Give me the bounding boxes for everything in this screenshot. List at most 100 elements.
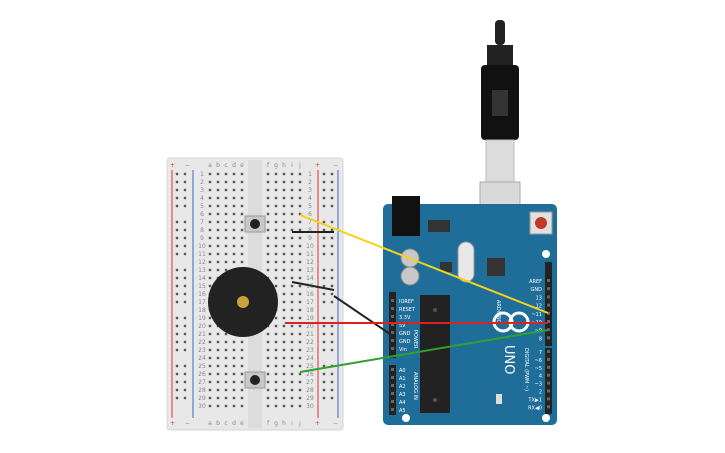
header-pin[interactable] xyxy=(547,328,550,332)
header-pin[interactable] xyxy=(547,303,550,307)
row-label-right: 24 xyxy=(306,355,314,362)
header-pin[interactable] xyxy=(547,350,550,353)
header-pin[interactable] xyxy=(391,384,394,387)
piezo-buzzer[interactable] xyxy=(208,267,278,337)
breadboard-hole xyxy=(282,324,286,328)
header-pin[interactable] xyxy=(391,392,394,395)
rail-hole xyxy=(175,380,179,384)
pin-label: 5V xyxy=(399,323,406,329)
row-label-right: 9 xyxy=(308,235,312,242)
rail-hole xyxy=(183,252,187,256)
green-wire[interactable] xyxy=(299,329,549,373)
rail-hole xyxy=(322,204,326,208)
breadboard-hole xyxy=(266,260,270,264)
header-pin[interactable] xyxy=(547,405,550,409)
icsp-header xyxy=(496,394,502,404)
breadboard-hole xyxy=(290,268,294,272)
analog-header xyxy=(389,365,396,415)
breadboard-hole xyxy=(274,196,278,200)
header-pin[interactable] xyxy=(547,320,550,323)
header-pin[interactable] xyxy=(391,400,394,403)
row-label-right: 13 xyxy=(306,267,314,274)
breadboard-hole xyxy=(208,284,212,288)
rail-hole xyxy=(175,292,179,296)
black-wire-mid[interactable] xyxy=(291,281,335,291)
rail-hole xyxy=(183,332,187,336)
breadboard-hole xyxy=(240,228,244,232)
header-pin[interactable] xyxy=(547,311,550,315)
rail-hole xyxy=(330,196,334,200)
breadboard-hole xyxy=(216,196,220,200)
header-pin[interactable] xyxy=(391,331,394,334)
column-label: i xyxy=(291,162,293,169)
row-label-right: 21 xyxy=(306,331,314,338)
header-pin[interactable] xyxy=(391,368,394,371)
breadboard-hole xyxy=(208,348,212,352)
breadboard-hole xyxy=(282,172,286,176)
breadboard-hole xyxy=(290,196,294,200)
breadboard-hole xyxy=(232,196,236,200)
rail-minus-label-tl: − xyxy=(185,162,190,169)
power-label: POWER xyxy=(412,330,418,349)
header-pin[interactable] xyxy=(391,299,394,302)
header-pin[interactable] xyxy=(547,287,550,291)
breadboard-hole xyxy=(274,364,278,368)
reset-button[interactable] xyxy=(529,211,553,235)
breadboard-hole xyxy=(290,292,294,296)
breadboard-hole xyxy=(216,340,220,344)
header-pin[interactable] xyxy=(547,373,550,377)
breadboard-hole xyxy=(274,348,278,352)
rail-hole xyxy=(330,252,334,256)
header-pin[interactable] xyxy=(547,336,550,340)
header-pin[interactable] xyxy=(391,323,394,326)
rail-hole xyxy=(175,388,179,392)
breadboard-hole xyxy=(290,380,294,384)
pin-label: A4 xyxy=(399,400,406,406)
pushbutton-top[interactable] xyxy=(244,215,266,233)
header-pin[interactable] xyxy=(391,347,394,350)
breadboard-hole xyxy=(274,260,278,264)
pin-label: GND xyxy=(399,331,411,337)
rail-hole xyxy=(175,276,179,280)
pin-label: ~5 xyxy=(535,366,542,372)
breadboard-hole xyxy=(282,356,286,360)
rail-hole xyxy=(175,364,179,368)
breadboard-hole xyxy=(232,340,236,344)
voltage-regulator xyxy=(428,220,450,232)
header-pin[interactable] xyxy=(547,365,550,369)
breadboard-hole xyxy=(298,268,302,272)
header-pin[interactable] xyxy=(391,315,394,318)
yellow-wire[interactable] xyxy=(299,214,549,314)
breadboard-hole xyxy=(282,396,286,400)
breadboard-hole xyxy=(208,212,212,216)
breadboard-hole xyxy=(232,236,236,240)
row-label-left: 28 xyxy=(198,387,206,394)
row-label-left: 21 xyxy=(198,331,206,338)
small-chip xyxy=(440,262,452,272)
header-pin[interactable] xyxy=(547,397,550,401)
header-pin[interactable] xyxy=(547,295,550,299)
rail-hole xyxy=(330,316,334,320)
header-pin[interactable] xyxy=(391,376,394,379)
header-pin[interactable] xyxy=(391,339,394,342)
row-label-left: 1 xyxy=(200,171,204,178)
header-pin[interactable] xyxy=(547,381,550,385)
breadboard-hole xyxy=(298,188,302,192)
rail-plus-label-tl: + xyxy=(170,162,175,169)
header-pin[interactable] xyxy=(547,357,550,361)
header-pin[interactable] xyxy=(391,307,394,310)
pushbutton-bottom[interactable] xyxy=(244,371,266,389)
breadboard-hole xyxy=(290,396,294,400)
pin-label: GND xyxy=(399,339,411,345)
black-wire-gnd[interactable] xyxy=(333,295,394,337)
breadboard-hole xyxy=(266,252,270,256)
breadboard-hole xyxy=(290,188,294,192)
header-pin[interactable] xyxy=(547,389,550,393)
header-pin[interactable] xyxy=(391,408,394,411)
breadboard-hole xyxy=(298,236,302,240)
header-pin[interactable] xyxy=(547,279,550,282)
breadboard-hole xyxy=(274,252,278,256)
breadboard-hole xyxy=(216,204,220,208)
breadboard-hole xyxy=(240,396,244,400)
